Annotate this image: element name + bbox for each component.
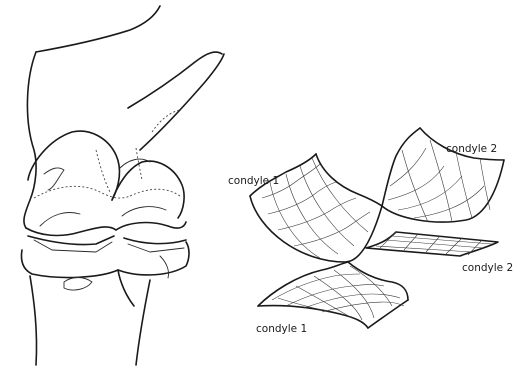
lower-condyle-2-patch [366,232,498,256]
label-lower-condyle-1: condyle 1 [256,323,307,335]
label-upper-condyle-2: condyle 2 [446,143,497,155]
label-upper-condyle-1: condyle 1 [228,175,279,187]
upper-condyle-1-surface [250,154,382,262]
lower-condyle-1-patch [258,262,408,328]
knee-joint-drawing [21,6,224,365]
label-lower-condyle-2: condyle 2 [462,262,513,274]
